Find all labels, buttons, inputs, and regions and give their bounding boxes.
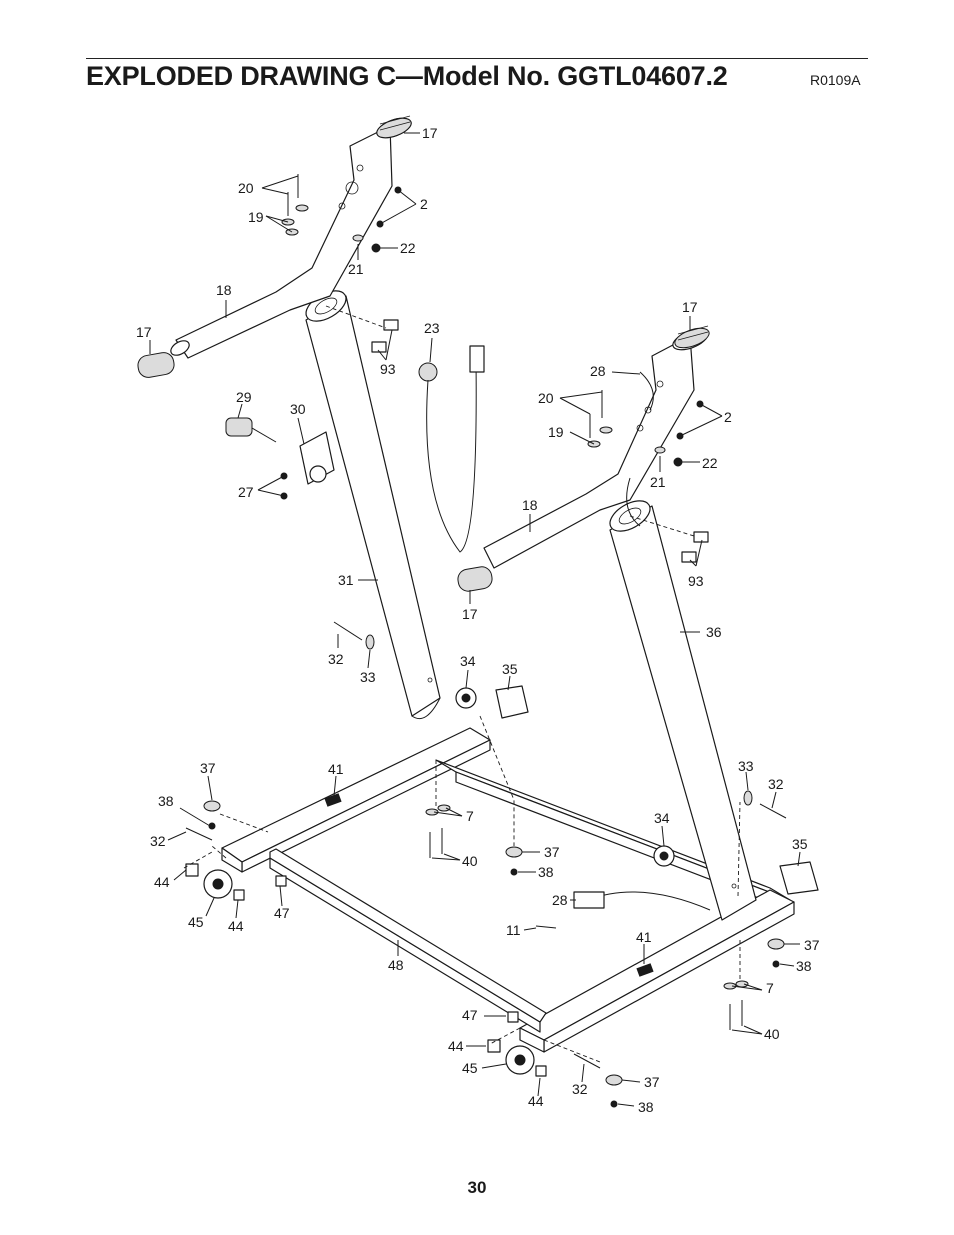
callout: 38 [796,958,812,974]
callout: 18 [522,497,538,513]
callout: 32 [572,1081,588,1097]
callout: 17 [462,606,478,622]
base-frame [221,727,795,1053]
callout: 20 [238,180,254,196]
callout: 28 [590,363,606,379]
callout: 7 [466,808,474,824]
callout: 32 [768,776,784,792]
callout: 37 [544,844,560,860]
callout: 17 [422,125,438,141]
callout: 38 [158,793,174,809]
end-cap-top-left [376,115,412,139]
callout: 20 [538,390,554,406]
callout: 35 [502,661,518,677]
callout: 34 [460,653,476,669]
header-rule [86,58,868,59]
callout: 45 [188,914,204,930]
callout: 44 [448,1038,464,1054]
hardware [185,174,819,1108]
callout: 2 [420,196,428,212]
callout: 30 [290,401,306,417]
callout: 21 [650,474,666,490]
callout: 31 [338,572,354,588]
callout: 47 [462,1007,478,1023]
callout: 32 [328,651,344,667]
callout: 23 [424,320,440,336]
callout-labels: 17 20 19 2 22 21 18 17 93 23 17 28 20 19… [136,125,820,1115]
callout: 33 [738,758,754,774]
page-number: 30 [467,1178,487,1197]
callout: 21 [348,261,364,277]
callout: 41 [636,929,652,945]
callout: 17 [136,324,152,340]
callout: 28 [552,892,568,908]
callout: 40 [462,853,478,869]
callout: 33 [360,669,376,685]
callout: 22 [400,240,416,256]
callout: 37 [804,937,820,953]
wire-harness [573,371,711,911]
end-cap-left [137,352,175,378]
callout: 93 [688,573,704,589]
callout: 37 [644,1074,660,1090]
callout: 48 [388,957,404,973]
callout: 47 [274,905,290,921]
drawing-reference-code: R0109A [810,72,861,88]
callout: 38 [538,864,554,880]
callout: 44 [154,874,170,890]
callout: 41 [328,761,344,777]
callout: 37 [200,760,216,776]
callout: 2 [724,409,732,425]
end-cap-top-right [674,325,710,349]
callout: 44 [528,1093,544,1109]
callout: 36 [706,624,722,640]
cable-23 [418,345,485,553]
callout: 27 [238,484,254,500]
left-handlebar [170,117,412,359]
callout: 29 [236,389,252,405]
callout: 19 [248,209,264,225]
callout: 11 [506,922,521,938]
callout: 22 [702,455,718,471]
callout: 45 [462,1060,478,1076]
callout: 44 [228,918,244,934]
callout: 93 [380,361,396,377]
leader-lines [149,132,801,1107]
assembly-lines [183,305,741,1063]
callout: 32 [150,833,166,849]
page-title: EXPLODED DRAWING C—Model No. GGTL04607.2 [86,61,728,91]
callout: 34 [654,810,670,826]
callout: 40 [764,1026,780,1042]
callout: 17 [682,299,698,315]
callout: 19 [548,424,564,440]
callout: 7 [766,980,774,996]
left-upright [305,290,441,720]
end-cap-middle [457,566,493,592]
callout: 35 [792,836,808,852]
callout: 38 [638,1099,654,1115]
callout: 18 [216,282,232,298]
